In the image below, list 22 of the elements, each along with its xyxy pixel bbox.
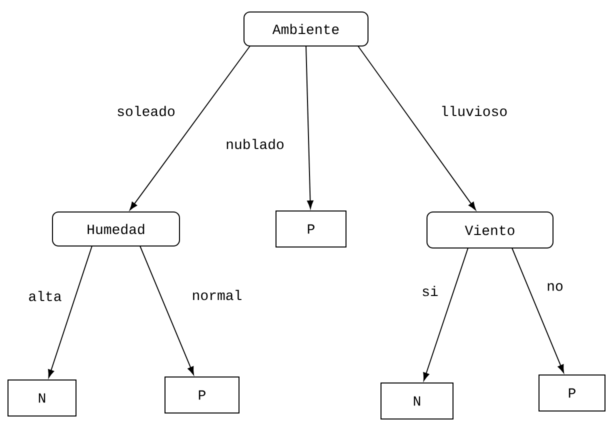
leaf-box: P <box>164 376 240 414</box>
decision-box: Viento <box>426 212 554 248</box>
arrow <box>512 248 564 373</box>
arrow <box>48 246 92 378</box>
leaf-box: N <box>380 382 454 420</box>
arrow <box>423 248 468 381</box>
leaf-box: P <box>538 374 606 412</box>
edge-label: lluvioso <box>442 106 507 116</box>
decision-box: Humedad <box>52 212 180 246</box>
edge-label: no <box>548 283 562 291</box>
decision-box: Ambiente <box>244 12 368 46</box>
arrow <box>306 46 314 209</box>
leaf-box: P <box>276 210 346 248</box>
edge-label: alta <box>29 290 62 302</box>
arrow <box>140 246 194 375</box>
arrow <box>358 46 476 210</box>
edge-label: nublado <box>226 138 284 150</box>
edge-label: normal <box>193 290 242 300</box>
edge-label: soleado <box>118 106 174 116</box>
arrow <box>130 46 250 210</box>
edge-label: si <box>422 286 438 296</box>
leaf-box: N <box>8 380 76 416</box>
